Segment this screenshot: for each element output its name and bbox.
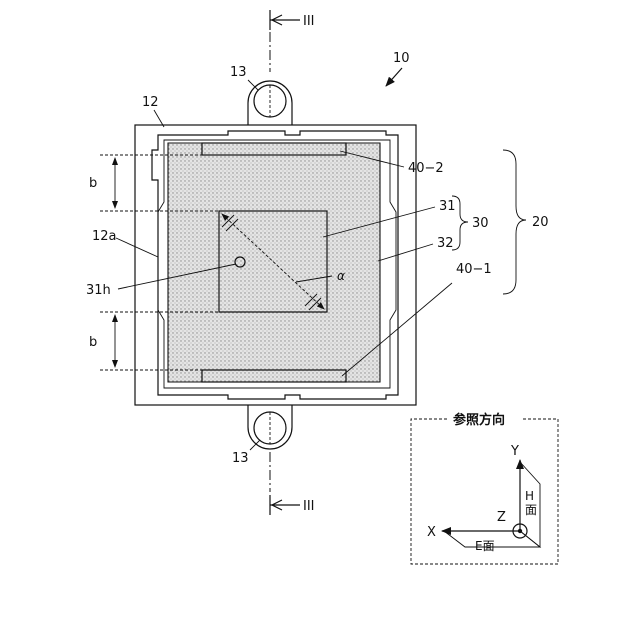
label-spacer-40-1: 40−1 bbox=[456, 262, 492, 277]
label-angle-alpha: α bbox=[337, 269, 345, 283]
label-assembly-30: 30 bbox=[472, 216, 489, 231]
leader-ear-bottom bbox=[250, 440, 260, 450]
label-b-top: b bbox=[89, 176, 97, 191]
label-assembly-20: 20 bbox=[532, 215, 549, 230]
section-marker-bottom: III bbox=[270, 495, 315, 515]
label-ear-top: 13 bbox=[230, 65, 247, 80]
plane-h-label-char-2: 面 bbox=[525, 503, 537, 517]
arrow-assembly-10 bbox=[386, 68, 402, 86]
axis-x-label: X bbox=[427, 525, 436, 540]
plane-e-label: E面 bbox=[475, 539, 495, 553]
section-label-top: III bbox=[303, 14, 315, 29]
brace-20 bbox=[503, 150, 526, 294]
section-label-bottom: III bbox=[303, 499, 315, 514]
axis-z-dot bbox=[518, 529, 522, 533]
label-spacer-40-2: 40−2 bbox=[408, 161, 444, 176]
reference-direction-title: 参照方向 bbox=[453, 412, 505, 428]
label-frame-12: 12 bbox=[142, 95, 159, 110]
label-frame-edge-12a: 12a bbox=[92, 229, 117, 244]
label-ear-bottom: 13 bbox=[232, 451, 249, 466]
plane-h-label-char-1: H bbox=[525, 489, 534, 503]
axis-y-label: Y bbox=[510, 444, 519, 459]
label-b-bottom: b bbox=[89, 335, 97, 350]
leader-frame-edge-12a bbox=[116, 238, 158, 257]
label-window-31: 31 bbox=[439, 199, 456, 214]
label-hole-31h: 31h bbox=[86, 283, 111, 298]
leader-carrier-32 bbox=[378, 244, 433, 261]
section-marker-top: III bbox=[270, 10, 315, 30]
label-carrier-32: 32 bbox=[437, 236, 454, 251]
plane-h-label: H 面 bbox=[525, 489, 537, 517]
label-assembly-10: 10 bbox=[393, 51, 410, 66]
reference-direction-box: 参照方向 Y X Z E面 H 面 bbox=[411, 412, 558, 564]
ear-top bbox=[248, 81, 292, 125]
axis-z-label: Z bbox=[497, 510, 506, 525]
ear-bottom bbox=[248, 405, 292, 449]
